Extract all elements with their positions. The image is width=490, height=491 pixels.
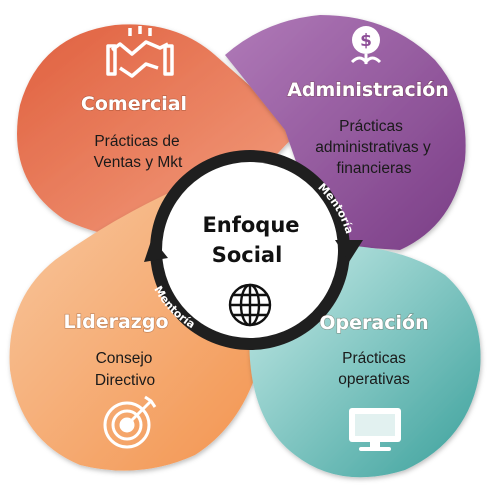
administracion-line-2: administrativas y bbox=[315, 139, 431, 156]
liderazgo-title: Liderazgo bbox=[63, 311, 168, 333]
operacion-title: Operación bbox=[319, 312, 428, 334]
comercial-line-1: Prácticas de bbox=[94, 133, 179, 150]
administracion-line-3: financieras bbox=[337, 160, 412, 177]
center-title-line1: Enfoque bbox=[202, 213, 299, 237]
administracion-line-1: Prácticas bbox=[339, 118, 403, 135]
administracion-title: Administración bbox=[287, 79, 449, 101]
comercial-title: Comercial bbox=[81, 93, 187, 115]
comercial-line-2: Ventas y Mkt bbox=[94, 154, 183, 171]
handshake-icon bbox=[106, 26, 174, 78]
center-title-line2: Social bbox=[212, 243, 283, 267]
monitor-icon bbox=[349, 408, 401, 451]
svg-text:$: $ bbox=[360, 31, 372, 51]
administracion-petal bbox=[225, 15, 466, 250]
globe-icon bbox=[228, 283, 272, 327]
ring-arrow-left bbox=[144, 238, 168, 262]
ring-arrow-right bbox=[335, 240, 363, 262]
center-disc bbox=[162, 162, 338, 338]
operacion-line-1: Prácticas bbox=[342, 350, 406, 367]
target-icon bbox=[103, 395, 157, 449]
operacion-line-2: operativas bbox=[338, 371, 410, 388]
liderazgo-line-2: Directivo bbox=[95, 372, 155, 389]
liderazgo-line-1: Consejo bbox=[96, 350, 153, 367]
money-plant-icon: $ bbox=[350, 26, 382, 65]
